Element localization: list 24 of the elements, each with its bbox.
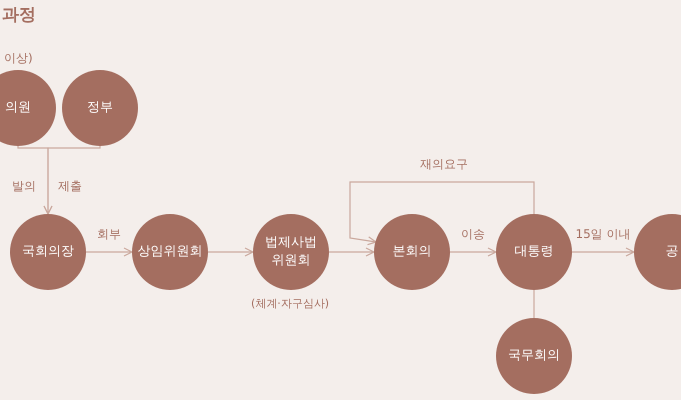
arrow: [329, 247, 375, 257]
arrow: [43, 146, 101, 215]
node-label: 대통령: [514, 243, 554, 261]
note: 이상): [2, 50, 35, 67]
node-label: 정부: [87, 99, 113, 117]
edge-label: 제출: [56, 178, 84, 195]
node-label: 본회의: [392, 243, 432, 261]
node-label: 상임위원회: [138, 243, 202, 261]
process-circle: [0, 70, 56, 146]
arrow: [208, 247, 254, 257]
edge-label: 회부: [95, 226, 123, 243]
node-note: (체계·자구심사): [249, 296, 332, 311]
arrow: [450, 247, 497, 257]
edge-label: 재의요구: [418, 156, 470, 173]
node-label: 공: [666, 243, 678, 261]
node-label: 법제사법 위원회: [264, 234, 318, 270]
title: 과정: [2, 4, 36, 26]
edge-label: 이송: [459, 226, 487, 243]
node-label: 의원: [5, 99, 31, 117]
node-label: 국무회의: [508, 347, 560, 365]
arrow: [572, 247, 635, 257]
node-label: 국회의장: [22, 243, 74, 261]
arrow: [86, 247, 133, 257]
arrow: [349, 181, 535, 246]
